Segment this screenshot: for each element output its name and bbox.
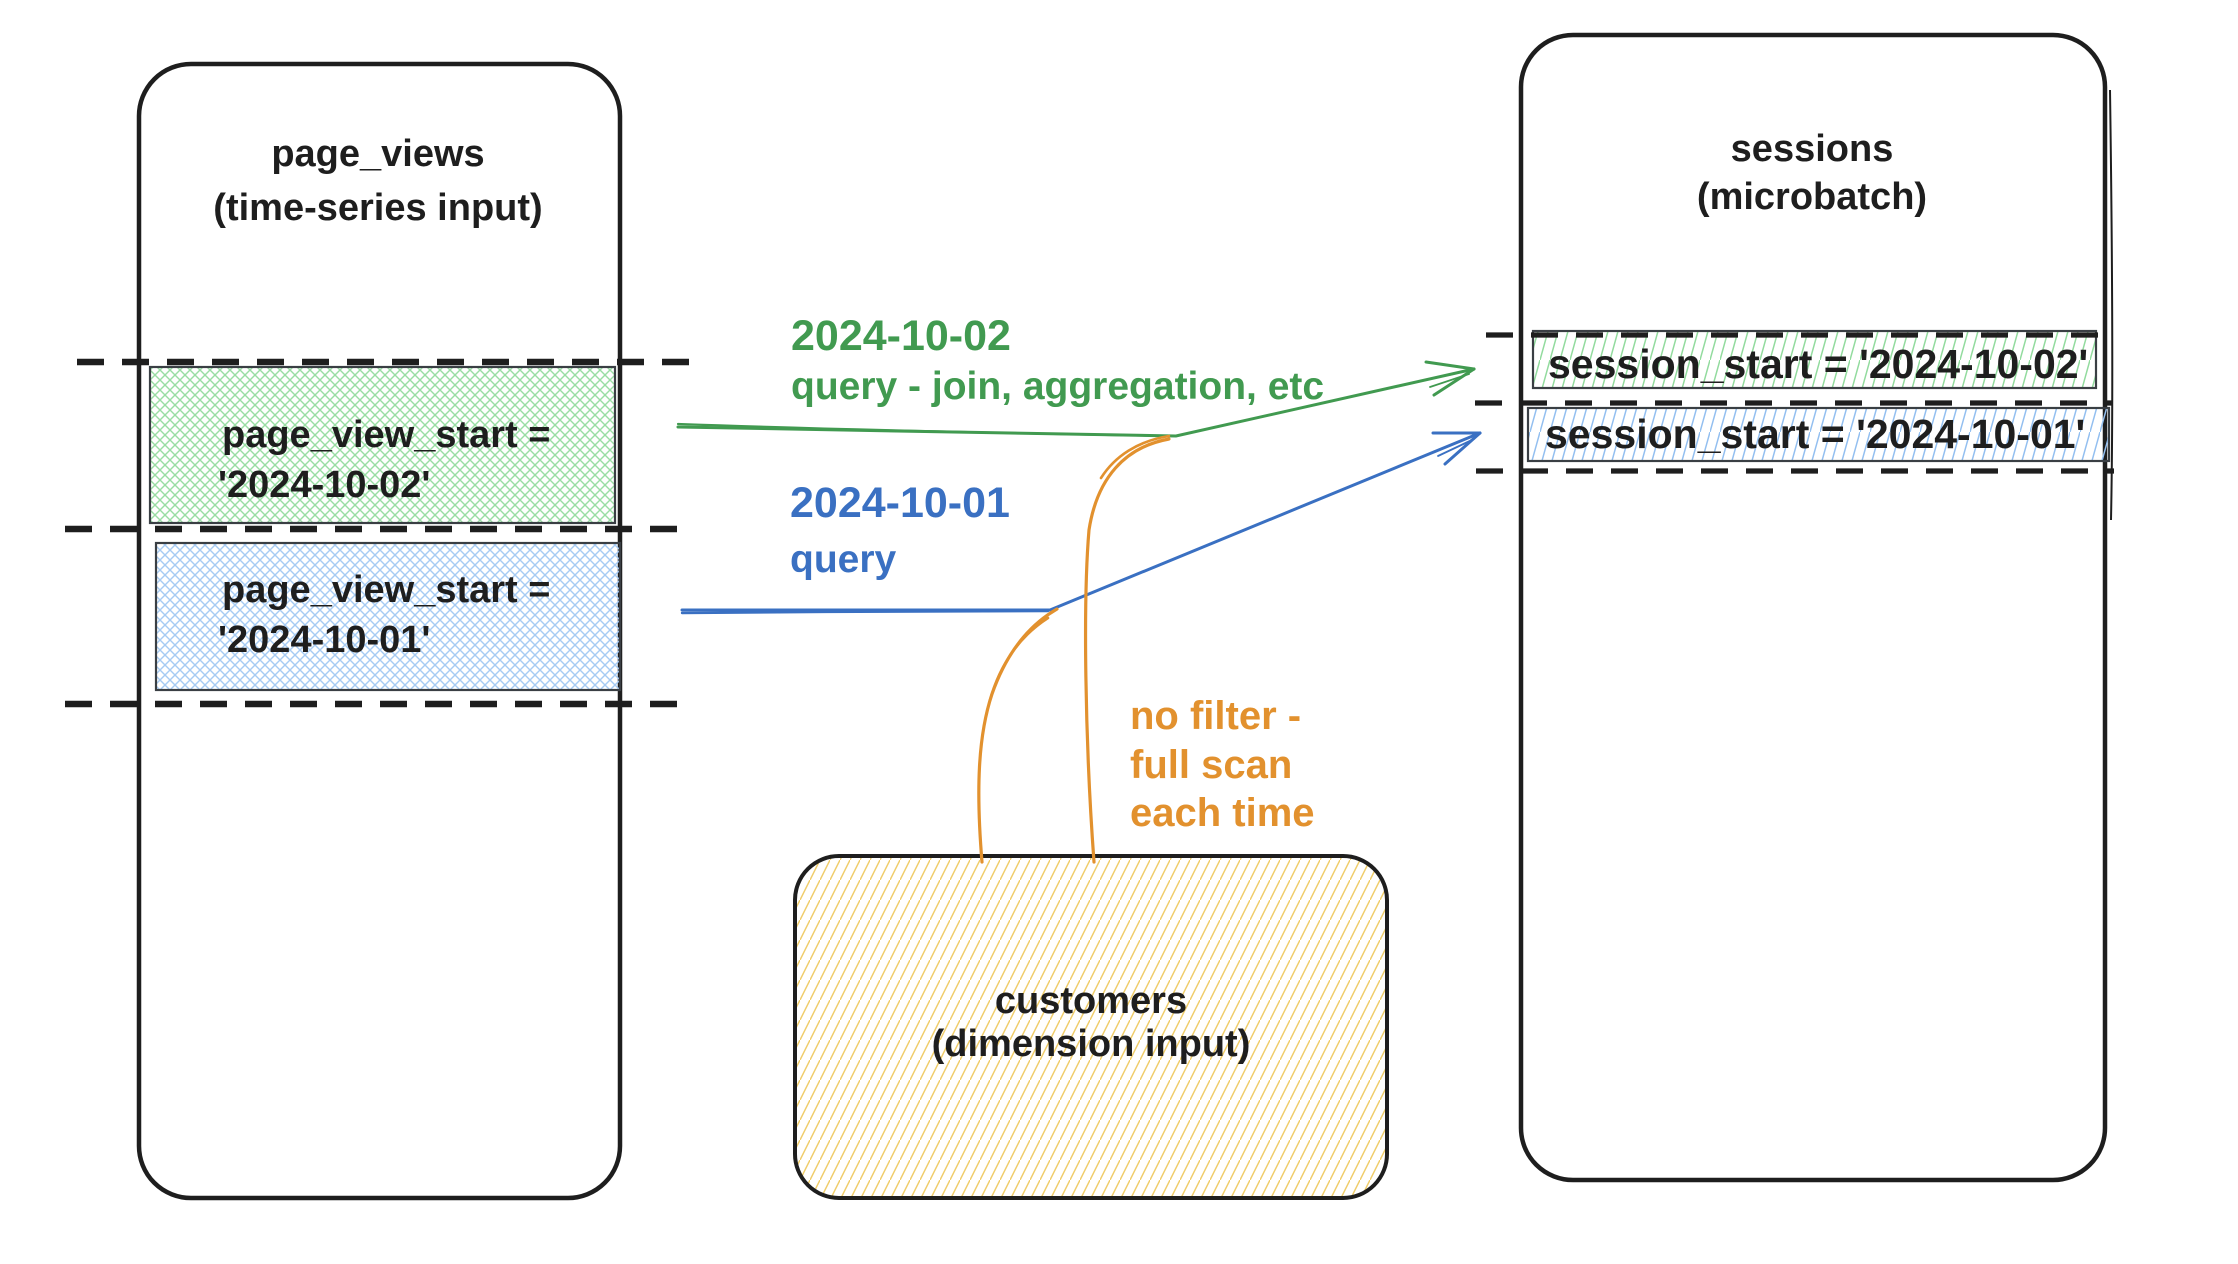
svg-text:2024-10-02: 2024-10-02 — [791, 312, 1011, 360]
svg-text:query: query — [790, 538, 897, 581]
svg-text:full scan: full scan — [1130, 743, 1292, 787]
svg-text:no filter -: no filter - — [1130, 694, 1301, 738]
svg-text:'2024-10-02': '2024-10-02' — [218, 464, 430, 506]
svg-text:'2024-10-01': '2024-10-01' — [218, 619, 430, 661]
svg-text:(microbatch): (microbatch) — [1697, 176, 1927, 218]
svg-text:(dimension input): (dimension input) — [932, 1023, 1251, 1065]
svg-text:sessions: sessions — [1731, 128, 1894, 170]
svg-text:2024-10-01: 2024-10-01 — [790, 479, 1010, 527]
svg-text:page_views: page_views — [271, 133, 484, 175]
svg-text:(time-series input): (time-series input) — [213, 187, 542, 229]
svg-text:page_view_start =: page_view_start = — [222, 569, 550, 611]
svg-text:session_start = '2024-10-02': session_start = '2024-10-02' — [1548, 341, 2088, 387]
svg-text:each time: each time — [1130, 791, 1315, 835]
svg-text:page_view_start =: page_view_start = — [222, 414, 550, 456]
svg-text:session_start = '2024-10-01': session_start = '2024-10-01' — [1545, 411, 2085, 457]
svg-text:customers: customers — [995, 980, 1187, 1022]
svg-text:query - join, aggregation, etc: query - join, aggregation, etc — [791, 365, 1324, 408]
